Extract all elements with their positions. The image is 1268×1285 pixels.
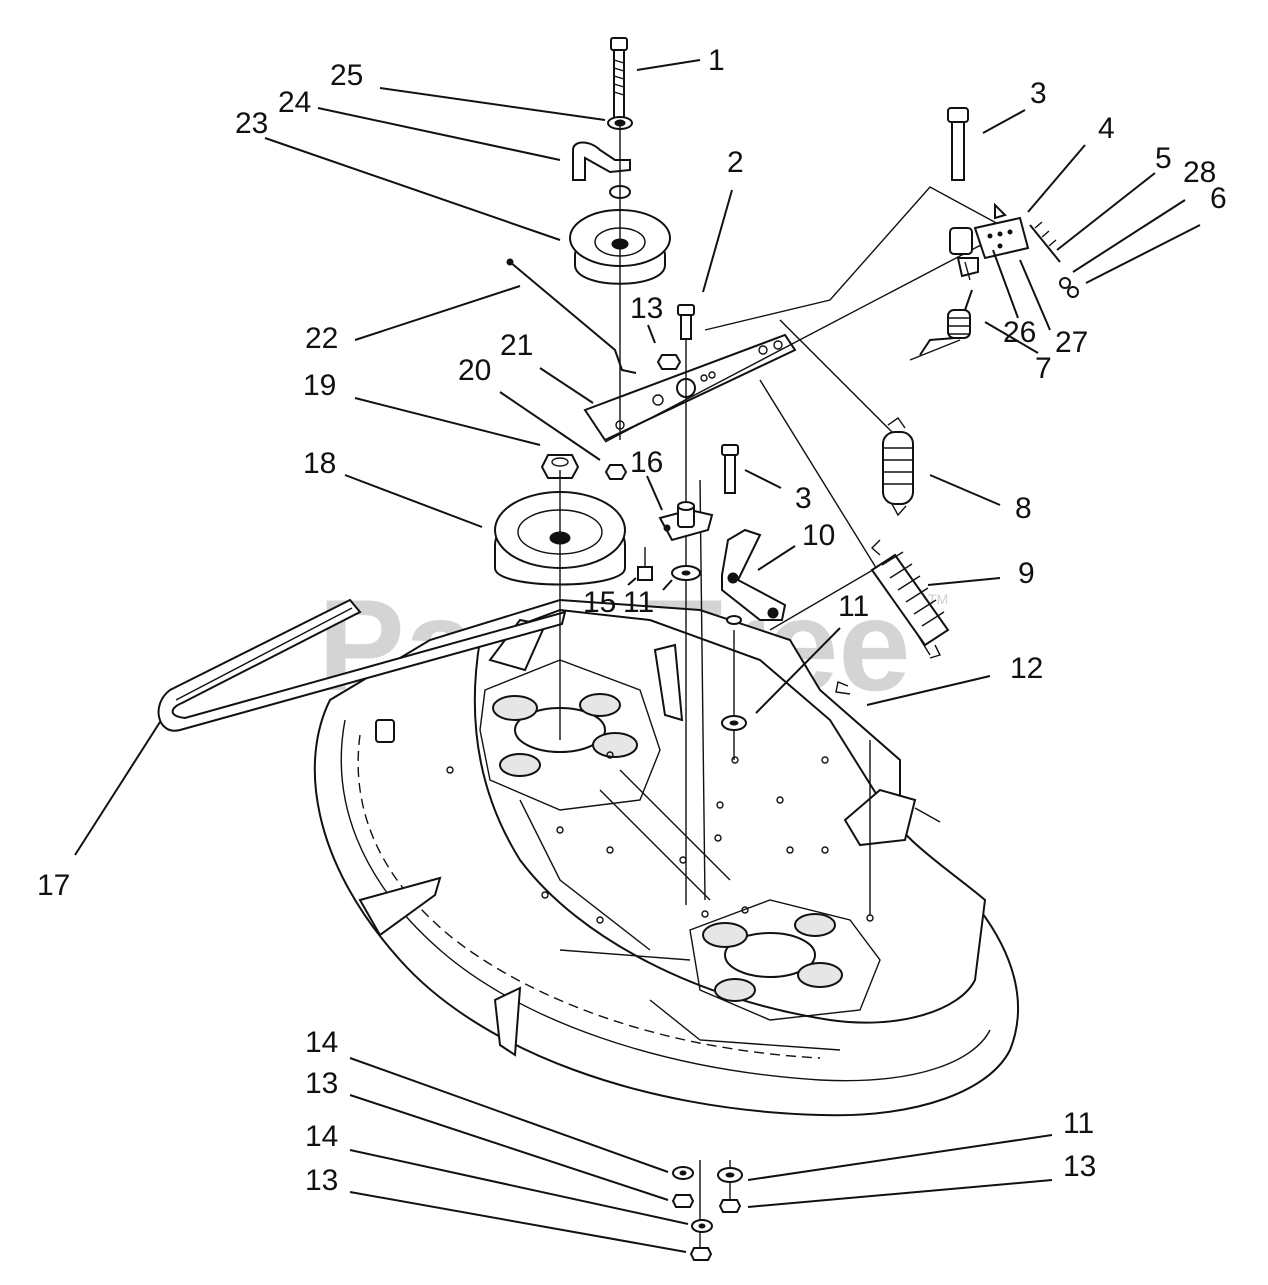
- watermark-trademark: TM: [928, 591, 948, 607]
- belt-guide: [572, 141, 631, 181]
- callout-10: 10: [802, 519, 835, 552]
- extension-spring-small: [882, 417, 914, 517]
- callout-28: 28: [1183, 156, 1216, 189]
- callout-22: 22: [305, 322, 338, 355]
- leader-lines: [74, 59, 1201, 1253]
- tension-assembly: [919, 107, 1079, 356]
- shoulder-bolt: [677, 304, 695, 340]
- bracket-outline: [704, 186, 1001, 331]
- idler-rod: [506, 258, 637, 374]
- callout-20: 20: [458, 354, 491, 387]
- callout-27: 27: [1055, 326, 1088, 359]
- callout-12: 12: [1010, 652, 1043, 685]
- callout-24: 24: [278, 86, 311, 119]
- idler-arm: [583, 333, 797, 442]
- callout-6: 6: [1210, 182, 1227, 215]
- small-nut: [604, 464, 628, 480]
- idler-nut: [656, 354, 682, 370]
- callout-3-mid: 3: [795, 482, 812, 515]
- callout-13-top: 13: [630, 292, 663, 325]
- callout-4: 4: [1098, 112, 1115, 145]
- callout-11-bottom: 11: [1063, 1107, 1094, 1140]
- extension-spring-large: [870, 539, 950, 659]
- callout-7: 7: [1035, 352, 1052, 385]
- pulley-nut: [540, 454, 580, 479]
- callout-13-bottom-a: 13: [305, 1067, 338, 1100]
- callout-5: 5: [1155, 142, 1172, 175]
- pivot-bolt: [721, 444, 739, 494]
- idler-bracket: [721, 528, 787, 621]
- callout-14-a: 14: [305, 1026, 338, 1059]
- callout-13-bottom-c: 13: [1063, 1150, 1096, 1183]
- callout-11-mid: 11: [623, 586, 654, 619]
- callout-8: 8: [1015, 492, 1032, 525]
- callout-11-deck: 11: [838, 590, 869, 623]
- callout-2: 2: [727, 146, 744, 179]
- callout-21: 21: [500, 329, 533, 362]
- callout-19: 19: [303, 369, 336, 402]
- bottom-hardware: [671, 1166, 743, 1261]
- callout-14-b: 14: [305, 1120, 338, 1153]
- callout-13-bottom-b: 13: [305, 1164, 338, 1197]
- callout-16: 16: [630, 446, 663, 479]
- callout-17: 17: [37, 869, 70, 902]
- callout-23: 23: [235, 107, 268, 140]
- right-spindle-housing: [689, 899, 881, 1021]
- pivot-bracket: [658, 501, 714, 542]
- spring-hook: [835, 681, 851, 695]
- bracket-screw: [637, 547, 653, 581]
- drive-belt: [157, 598, 567, 732]
- mower-deck: [313, 598, 1019, 1117]
- callout-25: 25: [330, 59, 363, 92]
- pulley-bolt: [610, 37, 628, 123]
- callout-15: 15: [583, 586, 616, 619]
- callout-labels: 1 2 3 3 4 5 6 7 8 9 10 11 11 11 12 13 13…: [37, 44, 1227, 1197]
- callout-1: 1: [708, 44, 725, 77]
- left-spindle-housing: [479, 659, 661, 811]
- callout-18: 18: [303, 447, 336, 480]
- callout-3-top: 3: [1030, 77, 1047, 110]
- callout-9: 9: [1018, 557, 1035, 590]
- callout-26: 26: [1003, 316, 1036, 349]
